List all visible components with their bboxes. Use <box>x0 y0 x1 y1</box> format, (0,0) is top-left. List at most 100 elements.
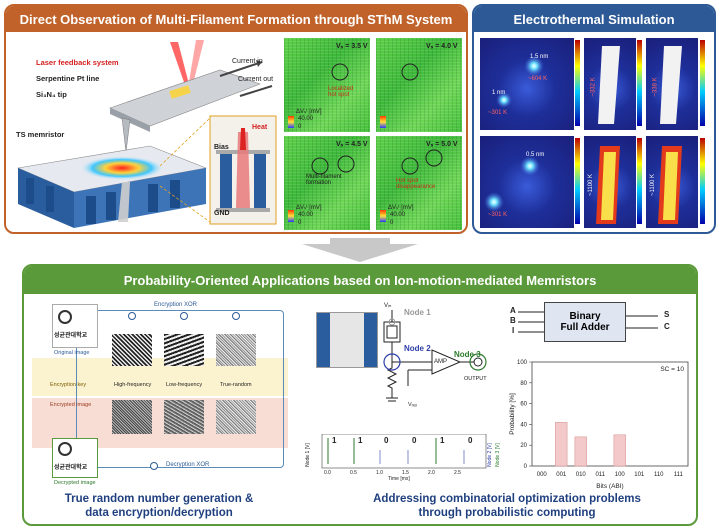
bit-6: 0 <box>468 436 473 445</box>
chart-annotation: SC = 10 <box>660 366 684 373</box>
current-out-label: Current out <box>238 76 274 83</box>
memristor-label: TS memristor <box>16 130 65 139</box>
waveform-xtick-4: 2.0 <box>428 470 435 476</box>
encrypted-low <box>164 400 204 434</box>
map4-min: 0 <box>390 220 394 226</box>
sim-label-5: ~332 K <box>590 77 597 97</box>
waveform-xlabel: Time [ms] <box>388 476 410 482</box>
map3-unit: ΔVₛᵗ [mV] <box>296 205 322 211</box>
sim-label-7: 0.5 nm <box>526 152 545 158</box>
sim-label-1: 1.5 nm <box>530 54 549 60</box>
map4-voltage: Vₛ = 5.0 V <box>426 141 458 148</box>
adder-title-2: Full Adder <box>560 322 610 333</box>
sim-label-10: ~301 K <box>488 212 508 218</box>
y-tick-label: 80 <box>520 381 527 387</box>
xor-icon-4 <box>150 462 158 470</box>
xor-icon-3 <box>232 312 240 320</box>
sim-map-top-left <box>480 38 574 130</box>
x-tick-label: 111 <box>674 472 684 478</box>
adder-input-b: B <box>510 316 516 325</box>
x-axis-label: Bits (ABI) <box>596 483 623 490</box>
waveform-xtick-2: 1.0 <box>376 470 383 476</box>
map1-unit: ΔVₛᵗ [mV] <box>296 109 322 115</box>
thermal-map-4 <box>376 136 462 230</box>
decryption-xor-label: Decryption XOR <box>166 462 210 468</box>
sim-label-9: ~1100 K <box>650 173 657 197</box>
original-logo-text: 성균관대학교 <box>54 333 88 339</box>
x-tick-label: 101 <box>634 472 645 478</box>
caption-left: True random number generation & data enc… <box>64 493 254 519</box>
map1-min: 0 <box>298 124 302 130</box>
bit-4: 0 <box>412 436 417 445</box>
amp-label: AMP <box>434 359 448 365</box>
bias-label: Bias <box>214 144 229 151</box>
vin-label: Vᵢₙ <box>384 303 392 309</box>
encrypted-random <box>216 400 256 434</box>
applications-panel: Probability-Oriented Applications based … <box>22 264 698 526</box>
true-random-key <box>216 334 256 366</box>
memristor-device-image <box>316 312 378 368</box>
node1-label: Node 1 <box>404 308 431 317</box>
waveform-xtick-3: 1.5 <box>402 470 409 476</box>
original-image <box>52 304 98 348</box>
laser-feedback-label: Laser feedback system <box>36 58 119 67</box>
thermal-map-2 <box>376 38 462 132</box>
sim-overlays <box>484 40 705 224</box>
simulation-title: Electrothermal Simulation <box>474 6 714 32</box>
waveform-xtick-1: 0.5 <box>350 470 357 476</box>
map1-note: Localized hot spot <box>328 86 354 98</box>
y-tick-label: 40 <box>520 422 527 428</box>
bit-2: 1 <box>358 436 363 445</box>
encryption-xor-label: Encryption XOR <box>154 302 198 308</box>
map3-voltage: Vₛ = 4.5 V <box>336 141 368 148</box>
bit-5: 1 <box>440 436 445 445</box>
encryption-key-label: Encryption key <box>50 382 87 388</box>
node3-label: Node 3 <box>454 350 481 359</box>
encrypted-image-label: Encrypted image <box>50 402 92 408</box>
sim-map-bot-left <box>480 136 574 228</box>
sthm-device-illustration <box>16 40 277 228</box>
y-tick-label: 60 <box>520 402 527 408</box>
simulation-panel: Electrothermal Simulation 1.5 nm ~604 K … <box>472 4 716 234</box>
thermal-map-markers <box>288 63 443 222</box>
observation-title: Direct Observation of Multi-Filament For… <box>6 6 466 32</box>
decrypted-image-label: Decrypted image <box>54 480 96 486</box>
thermal-map-3 <box>284 136 370 230</box>
decrypted-logo-text: 성균관대학교 <box>54 465 88 471</box>
x-tick-label: 011 <box>595 472 605 478</box>
adder-input-a: A <box>510 306 516 315</box>
adder-output-s: S <box>664 310 670 319</box>
current-in-label: Current in <box>232 58 263 65</box>
encryption-frame <box>76 310 284 468</box>
waveform-ylabel-left: Node 1 [V] <box>304 443 311 467</box>
waveform-ylabel-right1: Node 2 [V] <box>486 443 493 467</box>
tip-label: Si₃N₄ tip <box>36 90 67 99</box>
x-tick-label: 010 <box>576 472 587 478</box>
caption-right: Addressing combinatorial optimization pr… <box>373 493 641 519</box>
low-frequency-label: Low-frequency <box>166 382 203 388</box>
bit-3: 0 <box>384 436 389 445</box>
decrypted-image <box>52 438 98 478</box>
x-tick-label: 110 <box>654 472 664 478</box>
map2-voltage: Vₛ = 4.0 V <box>426 43 458 50</box>
bar-010 <box>574 436 587 467</box>
xor-icon-1 <box>128 312 136 320</box>
observation-panel: Direct Observation of Multi-Filament For… <box>4 4 468 234</box>
encrypted-high <box>112 400 152 434</box>
map4-max: 40.00 <box>390 212 406 218</box>
down-arrow <box>302 238 418 262</box>
adder-output-c: C <box>664 322 670 331</box>
gnd-label: GND <box>214 210 230 217</box>
y-tick-label: 20 <box>520 443 527 449</box>
map1-max: 40.00 <box>298 116 314 122</box>
thermal-map-1 <box>284 38 370 132</box>
bar-001 <box>555 422 568 467</box>
sim-label-4: ~301 K <box>488 110 508 116</box>
output-label: OUTPUT <box>464 376 487 382</box>
original-image-label: Original image <box>54 350 90 356</box>
high-frequency-label: High-frequency <box>114 382 152 388</box>
high-frequency-key <box>112 334 152 366</box>
map4-unit: ΔVₛᵗ [mV] <box>388 205 414 211</box>
full-adder-box: Binary Full Adder <box>544 302 626 342</box>
x-tick-label: 100 <box>615 472 626 478</box>
